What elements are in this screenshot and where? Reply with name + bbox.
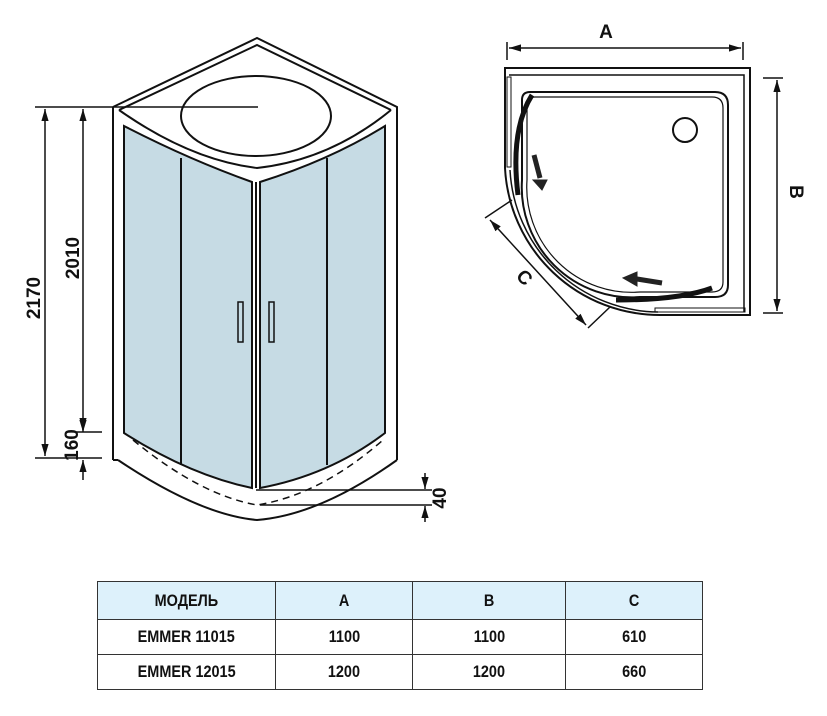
- tray-outline: [117, 459, 398, 522]
- dim-total-height: 2170: [24, 277, 45, 319]
- roof-hatch: [180, 75, 332, 157]
- arrow-left-icon: [636, 276, 663, 286]
- header-model: МОДЕЛЬ: [97, 581, 276, 620]
- header-b: B: [412, 581, 566, 620]
- cell-c: 610: [565, 619, 703, 655]
- dim-tray-depth: 40: [430, 487, 451, 508]
- header-a: A: [275, 581, 413, 620]
- glass-left: [123, 124, 253, 490]
- sliding-door-right: [615, 285, 713, 303]
- cell-a: 1200: [275, 654, 413, 690]
- plan-label-c: C: [512, 266, 537, 291]
- drain-icon: [672, 117, 698, 143]
- door-arrows: [531, 154, 663, 287]
- plan-dimensions: [484, 42, 783, 329]
- cell-b: 1200: [412, 654, 566, 690]
- shower-cabin-front-view: [112, 36, 398, 522]
- wall-profile-left: [506, 76, 512, 168]
- front-dimensions: [35, 106, 432, 522]
- outer-arc: [509, 169, 659, 313]
- tray-bowl: [520, 91, 729, 299]
- wall-profile-bottom: [654, 307, 746, 313]
- door-handle-left: [237, 301, 244, 343]
- plan-label-b: B: [785, 185, 806, 199]
- cell-c: 660: [565, 654, 703, 690]
- roof-outline: [112, 36, 398, 460]
- table-row: EMMER 12015 1200 1200 660: [97, 654, 703, 690]
- table-header-row: МОДЕЛЬ A B C: [97, 581, 703, 620]
- tray-inner-dashed: [132, 439, 384, 506]
- tray-bowl-inner: [526, 96, 724, 293]
- arrow-down-icon: [531, 154, 543, 179]
- glass-right: [259, 124, 386, 490]
- header-c: C: [565, 581, 703, 620]
- roof-front-edge: [118, 109, 392, 170]
- door-handle-right: [268, 301, 275, 343]
- cell-b: 1100: [412, 619, 566, 655]
- plan-label-a: A: [599, 22, 613, 43]
- plan-wall-inner: [509, 74, 745, 312]
- roof-inner: [118, 43, 392, 111]
- table-row: EMMER 11015 1100 1100 610: [97, 619, 703, 655]
- cell-model: EMMER 11015: [97, 619, 276, 655]
- sliding-door-left: [513, 93, 535, 196]
- dim-tray-height: 160: [62, 429, 83, 461]
- cell-a: 1100: [275, 619, 413, 655]
- dim-cabin-height: 2010: [63, 237, 84, 279]
- cell-model: EMMER 12015: [97, 654, 276, 690]
- model-dimensions-table: МОДЕЛЬ A B C EMMER 11015 1100 1100 610 E…: [97, 581, 703, 690]
